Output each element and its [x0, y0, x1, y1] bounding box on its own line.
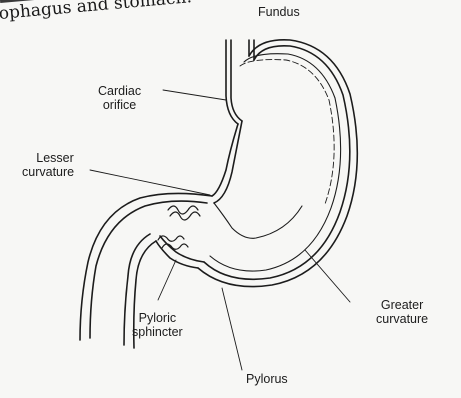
label-lesser-curvature-line1: Lesser — [22, 151, 74, 165]
label-pyloric-sphincter-line1: Pyloric — [132, 311, 183, 325]
label-cardiac-orifice: Cardiac orifice — [98, 84, 141, 112]
label-cardiac-orifice-line2: orifice — [98, 98, 141, 112]
label-pylorus: Pylorus — [246, 372, 288, 386]
pyloric-sphincter-folds — [158, 206, 200, 249]
lesser-curvature-wall — [212, 121, 302, 238]
label-lesser-curvature-line2: curvature — [22, 165, 74, 179]
leader-lines — [90, 90, 350, 370]
label-lesser-curvature: Lesser curvature — [22, 151, 74, 179]
label-greater-curvature-line1: Greater — [376, 298, 428, 312]
label-cardiac-orifice-line1: Cardiac — [98, 84, 141, 98]
label-greater-curvature-line2: curvature — [376, 312, 428, 326]
label-greater-curvature: Greater curvature — [376, 298, 428, 326]
label-pyloric-sphincter: Pyloric sphincter — [132, 311, 183, 339]
greater-curvature-wall — [198, 40, 357, 287]
esophagus — [226, 40, 254, 124]
label-fundus: Fundus — [258, 5, 300, 19]
label-pyloric-sphincter-line2: sphincter — [132, 325, 183, 339]
